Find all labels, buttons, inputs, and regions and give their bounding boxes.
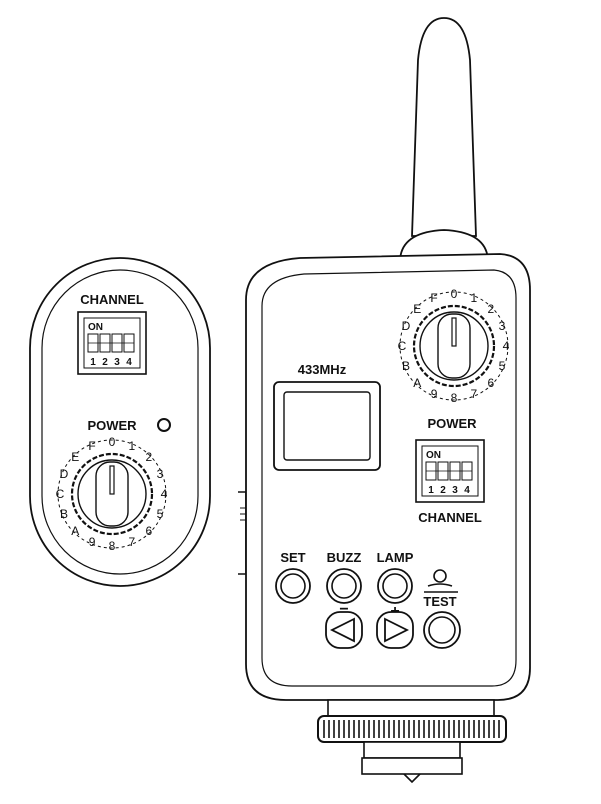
receiver-channel-label: CHANNEL xyxy=(80,292,144,307)
lamp-button[interactable] xyxy=(377,568,413,604)
transmitter-dial-value: 8 xyxy=(451,391,458,405)
transmitter-dial-value: 3 xyxy=(499,319,506,333)
receiver-dip-number: 2 xyxy=(102,357,108,368)
transmitter-dial-scale-ring xyxy=(399,291,509,401)
transmitter-dial-value: 2 xyxy=(487,302,494,316)
test-button[interactable] xyxy=(423,611,461,649)
antenna xyxy=(411,17,477,237)
transmitter-dial-value: 6 xyxy=(487,376,494,390)
test-indicator-icon xyxy=(424,569,458,593)
transmitter-dip-number: 1 xyxy=(428,485,434,496)
receiver-dial-value: 2 xyxy=(145,450,152,464)
transmitter-dial-value: 5 xyxy=(499,359,506,373)
receiver-dial-value: B xyxy=(60,507,68,521)
receiver-dial-scale-ring xyxy=(57,439,167,549)
receiver-dial-value: C xyxy=(56,487,65,501)
test-button-label: TEST xyxy=(423,594,456,609)
transmitter-dial-value: E xyxy=(413,302,421,316)
shoe-foot xyxy=(361,757,463,775)
shoe-pin xyxy=(403,773,421,784)
lamp-button-label: LAMP xyxy=(377,550,414,565)
transmitter-dip-number: 2 xyxy=(440,485,446,496)
shoe-stem xyxy=(363,741,461,759)
receiver-led-indicator xyxy=(157,418,171,432)
receiver-dip-on-label: ON xyxy=(88,322,103,333)
transmitter-dial-value: 0 xyxy=(451,287,458,301)
transmitter-dial-value: D xyxy=(402,319,411,333)
receiver-dial-value: E xyxy=(71,450,79,464)
transmitter-dial-value: 4 xyxy=(503,339,510,353)
shoe-lock-ring[interactable] xyxy=(317,715,507,743)
transmitter-dial-value: 1 xyxy=(471,291,478,305)
receiver-dial-pointer xyxy=(109,465,115,495)
receiver-dip-number: 3 xyxy=(114,357,120,368)
receiver-dial-value: 8 xyxy=(109,539,116,553)
receiver-dial-value: 1 xyxy=(129,439,136,453)
transmitter-dial-pointer xyxy=(451,317,457,347)
transmitter-dial-value: 7 xyxy=(471,387,478,401)
set-button[interactable] xyxy=(275,568,311,604)
decrease-button[interactable] xyxy=(325,611,363,649)
buzz-button[interactable] xyxy=(326,568,362,604)
transmitter-channel-label: CHANNEL xyxy=(418,510,482,525)
buzz-button-label: BUZZ xyxy=(327,550,362,565)
transmitter-dial-value: 9 xyxy=(431,387,438,401)
shoe-lock-ring-ridges xyxy=(323,720,500,738)
receiver-dial-value: F xyxy=(88,439,95,453)
right-arrow-icon xyxy=(384,617,410,643)
receiver-power-label: POWER xyxy=(87,418,137,433)
receiver-dial-value: A xyxy=(71,524,79,538)
transmitter-face xyxy=(261,269,517,687)
transmitter-dip-number: 4 xyxy=(464,485,470,496)
receiver-dial-value: D xyxy=(60,467,69,481)
transmitter-dial-value: F xyxy=(430,291,437,305)
transmitter-dip-on-label: ON xyxy=(426,450,441,461)
receiver-dial-value: 6 xyxy=(145,524,152,538)
transmitter-dial-value: C xyxy=(398,339,407,353)
receiver-dip-number: 4 xyxy=(126,357,132,368)
receiver-dial-value: 4 xyxy=(161,487,168,501)
set-button-label: SET xyxy=(280,550,305,565)
increase-button[interactable] xyxy=(376,611,414,649)
frequency-label: 433MHz xyxy=(298,362,347,377)
receiver-dip-switch[interactable]: ON 1 2 3 4 xyxy=(77,311,147,375)
transmitter-dip-number: 3 xyxy=(452,485,458,496)
receiver-dip-number: 1 xyxy=(90,357,96,368)
receiver-side-clip xyxy=(238,491,247,575)
transmitter-power-label: POWER xyxy=(427,416,477,431)
receiver-dial-value: 3 xyxy=(157,467,164,481)
receiver-body-inner xyxy=(41,269,199,575)
transmitter-dial-value: A xyxy=(413,376,421,390)
transmitter-dial-value: B xyxy=(402,359,410,373)
receiver-dial-value: 0 xyxy=(109,435,116,449)
lcd-display xyxy=(283,391,371,461)
minus-label: − xyxy=(339,601,348,618)
receiver-dial-value: 7 xyxy=(129,535,136,549)
left-arrow-icon xyxy=(329,617,355,643)
receiver-dial-value: 9 xyxy=(89,535,96,549)
transmitter-dip-switch[interactable]: ON 1 2 3 4 xyxy=(415,439,485,503)
receiver-dial-value: 5 xyxy=(157,507,164,521)
